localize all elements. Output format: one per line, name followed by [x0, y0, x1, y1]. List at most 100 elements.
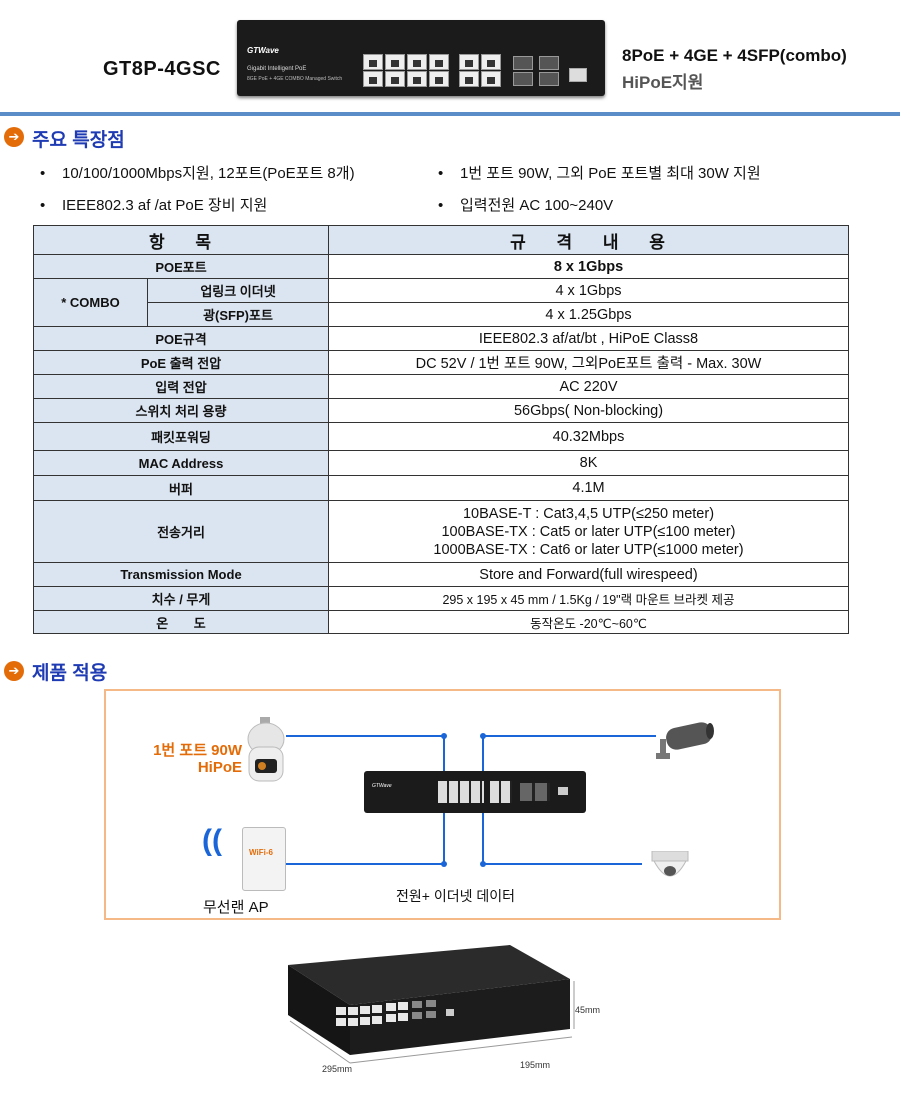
port-90w-label: 1번 포트 90W: [153, 742, 242, 759]
distance-line: 1000BASE-TX : Cat6 or later UTP(≤1000 me…: [433, 541, 744, 558]
cable-line: [482, 863, 642, 865]
row-value: 40.32Mbps: [328, 422, 849, 451]
rj45-port: [459, 54, 479, 70]
distance-line: 10BASE-T : Cat3,4,5 UTP(≤250 meter): [462, 505, 715, 522]
switch-image: GTWave: [364, 771, 586, 813]
row-key: 패킷포워딩: [33, 422, 329, 451]
row-key: MAC Address: [33, 450, 329, 476]
bullet-camera-icon: [656, 722, 714, 759]
arrow-right-icon: ➔: [4, 127, 24, 147]
row-key: 전송거리: [33, 500, 329, 563]
spec-table: 항 목 규 격 내 용 POE포트 8 x 1Gbps * COMBO 업링크 …: [33, 225, 849, 634]
row-value: 동작온도 -20℃~60℃: [328, 610, 849, 634]
sfp-block: [520, 783, 550, 801]
row-value: AC 220V: [328, 374, 849, 399]
row-key: 스위치 처리 용량: [33, 398, 329, 423]
rj45-port: [407, 71, 427, 87]
dome-camera-icon: [651, 851, 689, 877]
console-port: [558, 787, 568, 795]
switch-subtitle-2: 8GE PoE + 4GE COMBO Managed Switch: [247, 76, 343, 82]
switch-photo: GTWave Gigabit Intelligent PoE 8GE PoE +…: [237, 20, 605, 96]
sfp-port: [513, 72, 533, 86]
port-block: [438, 781, 484, 803]
header-spec: 규 격 내 용: [328, 225, 849, 255]
product-dimension-drawing: [288, 945, 575, 1064]
rj45-port: [429, 54, 449, 70]
cable-line: [286, 735, 445, 737]
table-row: 버퍼 4.1M: [33, 475, 849, 501]
row-value: 4.1M: [328, 475, 849, 501]
feature-text: 입력전원 AC 100~240V: [460, 197, 614, 214]
table-row: Transmission Mode Store and Forward(full…: [33, 562, 849, 587]
row-value: DC 52V / 1번 포트 90W, 그외PoE포트 출력 - Max. 30…: [328, 350, 849, 375]
rj45-port: [385, 71, 405, 87]
dimension-width: 295mm: [322, 1064, 353, 1074]
rj45-port: [363, 71, 383, 87]
row-key: 입력 전압: [33, 374, 329, 399]
row-value: 4 x 1Gbps: [328, 278, 849, 303]
distance-line: 100BASE-TX : Cat5 or later UTP(≤100 mete…: [441, 523, 736, 540]
table-row: 광(SFP)포트 4 x 1.25Gbps: [34, 302, 849, 327]
switch-subtitle: Gigabit Intelligent PoE: [247, 66, 307, 72]
access-point-icon: WiFi-6: [242, 827, 286, 891]
wifi6-label: WiFi-6: [249, 848, 273, 857]
cable-line: [482, 735, 656, 737]
ptz-camera-icon: [247, 717, 285, 782]
rj45-port: [429, 71, 449, 87]
header-item: 항 목: [33, 225, 329, 255]
spec-line: 8PoE + 4GE + 4SFP(combo): [622, 46, 847, 65]
table-header-row: 항 목 규 격 내 용: [33, 225, 849, 255]
feature-bullet: •10/100/1000Mbps지원, 12포트(PoE포트 8개): [40, 165, 355, 182]
power-data-label: 전원+ 이더넷 데이터: [396, 888, 515, 904]
table-row: 온 도 동작온도 -20℃~60℃: [33, 610, 849, 634]
row-key: POE규격: [33, 326, 329, 351]
table-row: 스위치 처리 용량 56Gbps( Non-blocking): [33, 398, 849, 423]
row-key: 온 도: [33, 610, 329, 634]
feature-bullet: •1번 포트 90W, 그외 PoE 포트별 최대 30W 지원: [438, 165, 761, 182]
row-value: 4 x 1.25Gbps: [328, 302, 849, 327]
application-diagram: GTWave 1번 포트 90W HiPoE (( WiFi-6 무선랜 AP …: [104, 689, 781, 920]
cable-node: [441, 733, 447, 739]
table-row: PoE 출력 전압 DC 52V / 1번 포트 90W, 그외PoE포트 출력…: [33, 350, 849, 375]
feature-text: 1번 포트 90W, 그외 PoE 포트별 최대 30W 지원: [460, 165, 761, 182]
table-row: * COMBO 업링크 이더넷 4 x 1Gbps: [33, 278, 849, 327]
hipoe-label: HiPoE: [197, 759, 242, 776]
row-value: 8 x 1Gbps: [328, 254, 849, 279]
feature-text: 10/100/1000Mbps지원, 12포트(PoE포트 8개): [62, 165, 355, 182]
sfp-port: [539, 56, 559, 70]
table-row: 전송거리 10BASE-T : Cat3,4,5 UTP(≤250 meter)…: [33, 500, 849, 563]
wireless-ap-label: 무선랜 AP: [203, 899, 269, 916]
arrow-right-icon: ➔: [4, 661, 24, 681]
table-row: 패킷포워딩 40.32Mbps: [33, 422, 849, 451]
row-key: Transmission Mode: [33, 562, 329, 587]
feature-bullet: •IEEE802.3 af /at PoE 장비 지원: [40, 197, 268, 214]
switch-logo-small: GTWave: [372, 783, 392, 789]
cable-node: [441, 861, 447, 867]
sfp-port: [513, 56, 533, 70]
row-value: IEEE802.3 af/at/bt , HiPoE Class8: [328, 326, 849, 351]
row-key: POE포트: [33, 254, 329, 279]
row-key: * COMBO: [33, 278, 148, 327]
feature-text: IEEE802.3 af /at PoE 장비 지원: [62, 197, 268, 214]
model-name: GT8P-4GSC: [103, 58, 221, 80]
table-row: 입력 전압 AC 220V: [33, 374, 849, 399]
port-block: [490, 781, 512, 803]
sfp-port: [539, 72, 559, 86]
rj45-port: [459, 71, 479, 87]
rj45-port: [407, 54, 427, 70]
rj45-port: [481, 71, 501, 87]
row-value: 10BASE-T : Cat3,4,5 UTP(≤250 meter) 100B…: [328, 500, 849, 563]
wifi-signal-icon: ((: [202, 824, 222, 857]
row-key: 버퍼: [33, 475, 329, 501]
rj45-port: [363, 54, 383, 70]
features-title: 주요 특장점: [32, 130, 125, 151]
feature-bullet: •입력전원 AC 100~240V: [438, 197, 614, 214]
rj45-port: [385, 54, 405, 70]
table-row: 치수 / 무게 295 x 195 x 45 mm / 1.5Kg / 19"랙…: [33, 586, 849, 611]
row-value: 8K: [328, 450, 849, 476]
console-port: [569, 68, 587, 82]
hipoe-support: HiPoE지원: [622, 73, 704, 92]
dimension-height: 45mm: [575, 1005, 601, 1015]
row-value: Store and Forward(full wirespeed): [328, 562, 849, 587]
table-row: MAC Address 8K: [33, 450, 849, 476]
